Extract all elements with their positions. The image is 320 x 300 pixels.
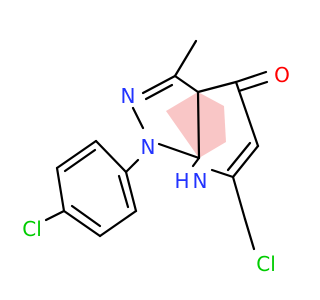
bond [157,142,201,160]
bond [144,83,174,101]
bonds [44,39,269,251]
atom-label-o: O [274,63,290,87]
bond [231,175,247,221]
bond [196,90,201,160]
bond [234,80,260,148]
atom-label-cl-bottom: Cl [256,252,276,276]
bond [231,144,260,179]
bond [191,156,201,168]
bond [44,209,66,222]
bond [98,209,138,238]
aromatic-highlight [166,92,226,158]
bond [124,170,138,213]
bond [141,74,177,95]
bond [237,80,269,93]
bond [124,158,140,174]
bond [243,217,256,251]
atom-label-n1: N [141,135,156,159]
bond [173,74,200,94]
atom-label-h: H [174,169,189,193]
bond [63,148,97,173]
atom-label-cl-left: Cl [22,217,42,241]
bond [196,80,238,94]
bond [55,139,98,170]
bond [62,209,102,238]
atom-label-n7: N [193,169,208,193]
bond [173,39,198,78]
bond [210,168,235,179]
atom-label-n2: N [121,84,136,108]
bond [131,106,145,130]
bond [234,70,268,84]
atom-labels: N N H N O Cl Cl [22,63,290,276]
bond [55,166,66,213]
bond [94,139,128,174]
bond [70,204,102,228]
bond [117,174,130,209]
bond [226,141,252,172]
molecule-structure: N N H N O Cl Cl [22,39,290,276]
